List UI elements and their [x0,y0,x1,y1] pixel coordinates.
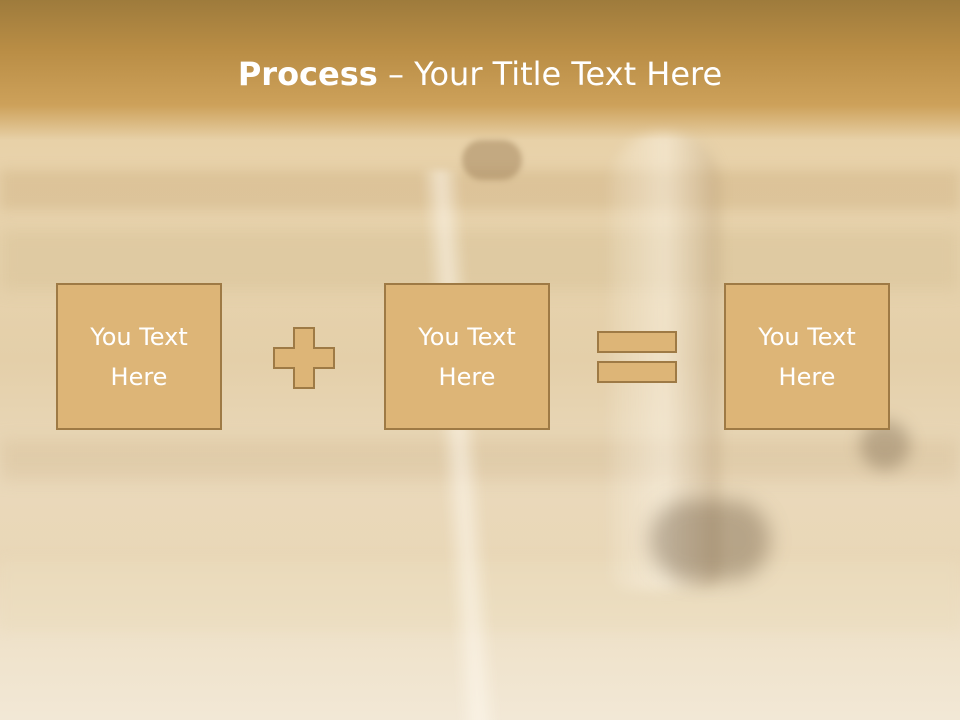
title-bold: Process [237,55,378,93]
process-box-3[interactable]: You Text Here [724,283,890,430]
faucet-spout [462,140,522,180]
title-rest: – Your Title Text Here [377,55,723,93]
equals-icon [597,331,677,383]
slide-title: Process – Your Title Text Here [0,54,960,94]
background-band [0,170,960,210]
process-box-label: You Text Here [758,322,856,391]
background-band [0,230,960,290]
process-box-label: You Text Here [90,322,188,391]
process-box-1[interactable]: You Text Here [56,283,222,430]
curved-pipe [610,130,720,590]
process-box-2[interactable]: You Text Here [384,283,550,430]
process-box-label: You Text Here [418,322,516,391]
plus-icon [273,327,335,389]
header-bar [0,0,960,140]
background-shadow [650,500,770,580]
